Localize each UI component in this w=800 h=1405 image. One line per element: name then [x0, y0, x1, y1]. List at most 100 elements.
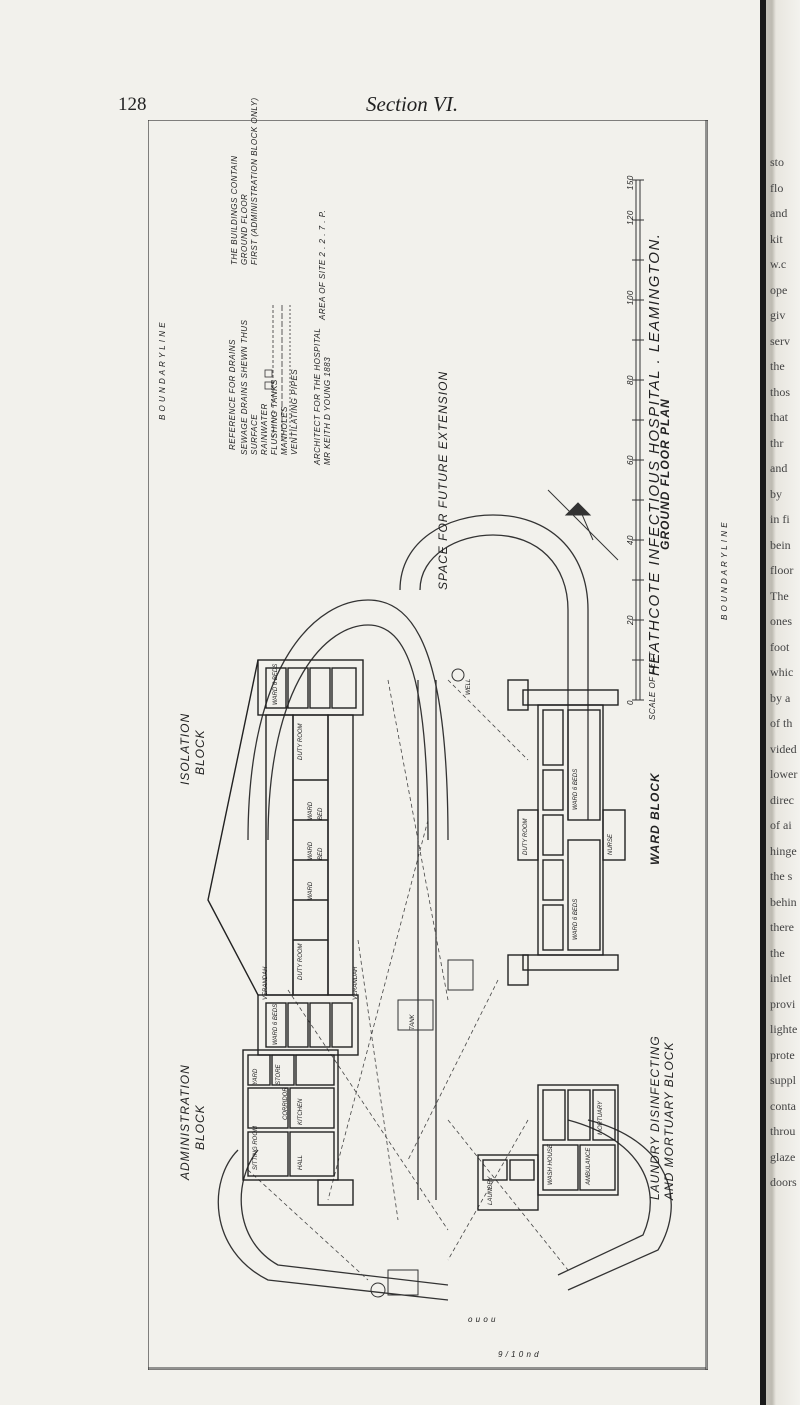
adjacent-word: giv: [770, 308, 786, 322]
scale-tick-0: 0: [626, 700, 635, 705]
isolation-block-label-1: ISOLATION: [178, 712, 192, 785]
adjacent-word: by: [770, 486, 782, 501]
section-heading: Section VI.: [366, 92, 459, 116]
administration-block: [242, 1049, 354, 1206]
adjacent-word: the: [770, 359, 785, 373]
adjacent-word: floor: [770, 563, 794, 577]
room-sitting: SITTING ROOM: [253, 1126, 259, 1170]
adjacent-word: conta: [770, 1098, 796, 1113]
site-plan-drawing: [148, 120, 708, 1370]
north-arrow: [547, 489, 619, 561]
reference-key-lines: [264, 305, 291, 440]
reference-row-5: MANHOLES: [280, 406, 289, 455]
room-ward-2: WARD: [308, 841, 314, 860]
room-laundry: LAUNDRY: [488, 1176, 494, 1205]
reference-title: REFERENCE FOR DRAINS: [228, 339, 237, 450]
adjacent-word: glaze: [770, 1149, 796, 1164]
adjacent-word: vided: [770, 741, 797, 756]
adjacent-word: and: [770, 461, 788, 475]
room-ambulance: AMBULANCE: [586, 1147, 592, 1185]
book-page: 128 Section VI.: [118, 92, 729, 1370]
adjacent-word: provi: [770, 996, 796, 1011]
room-nurse-ward: NURSE: [608, 833, 614, 855]
reference-row-6: VENTILATING PIPES: [290, 368, 299, 455]
adjacent-word: that: [770, 410, 788, 424]
scale-tick-120: 120: [626, 210, 635, 225]
architect-line-2: MR KEITH D YOUNG 1883: [323, 356, 332, 465]
well-and-tank: [370, 668, 474, 1298]
room-ward-1: WARD: [308, 801, 314, 820]
adjacent-word: hinge: [770, 843, 797, 858]
room-mortuary: MORTUARY: [598, 1100, 604, 1135]
driveway: [217, 514, 672, 1301]
laundry-block: [477, 1084, 619, 1211]
boundary-bottom-1: o u o u: [468, 1315, 496, 1324]
adjacent-word: flo: [770, 180, 784, 195]
reference-note-3: FIRST (ADMINISTRATION BLOCK ONLY): [250, 97, 259, 265]
scale-label: SCALE OF FEET: [648, 651, 657, 720]
drain-lines: [247, 679, 569, 1281]
room-wash-house: WASH HOUSE: [548, 1144, 554, 1185]
adjacent-word: sto: [770, 155, 785, 169]
adjacent-word: ones: [770, 614, 792, 628]
binding-strip: [760, 0, 766, 1405]
adjacent-word: whic: [770, 665, 794, 679]
isolation-block: [207, 659, 364, 1056]
adjacent-word: the: [770, 945, 785, 960]
room-verandah-iso-2: VERANDAH: [353, 966, 359, 1000]
adjacent-word: lower: [770, 767, 798, 781]
adjacent-word: kit: [770, 231, 783, 246]
adjacent-word: foot: [770, 639, 790, 654]
future-extension-label: SPACE FOR FUTURE EXTENSION: [436, 370, 450, 590]
room-verandah-iso: VERANDAH: [263, 966, 269, 1000]
room-bed-2: BED: [318, 847, 324, 860]
room-well: WELL: [466, 678, 472, 695]
site-plan: B O U N D A R Y L I N E B O U N D A R Y …: [148, 97, 729, 1370]
adjacent-word: of th: [770, 716, 793, 730]
scale-tick-60: 60: [626, 455, 635, 465]
reference-row-1: SEWAGE DRAINS SHEWN THUS: [240, 319, 249, 455]
adjacent-word: by a: [770, 690, 791, 705]
adjacent-word: and: [770, 206, 788, 220]
ward-block: [507, 679, 626, 986]
adjacent-word: behin: [770, 894, 797, 909]
adjacent-word: lighte: [770, 1022, 798, 1036]
adjacent-word: in fi: [770, 512, 790, 526]
isolation-block-label-2: BLOCK: [193, 729, 207, 775]
administration-block-label-1: ADMINISTRATION: [178, 1064, 192, 1180]
reference-note-2: GROUND FLOOR: [240, 193, 249, 265]
adjacent-word: bein: [770, 537, 791, 552]
reference-row-3: RAINWATER: [260, 403, 269, 455]
room-ward-iso-b: WARD 6 BEDS: [273, 1003, 279, 1045]
scale-tick-80: 80: [626, 375, 635, 385]
adjacent-word: w.c: [770, 257, 787, 271]
scale-tick-20: 20: [626, 615, 635, 625]
room-ward-6beds-1: WARD 6 BEDS: [573, 768, 579, 810]
boundary-bottom-2: 9 / 1 0 n d: [498, 1350, 540, 1359]
adjacent-word: throu: [770, 1124, 796, 1138]
room-ward-3: WARD: [308, 881, 314, 900]
reference-row-4: FLUSHING TANKS: [270, 379, 279, 455]
room-tank: TANK: [410, 1014, 416, 1030]
room-yard: YARD: [253, 1068, 259, 1085]
adjacent-word: thr: [770, 435, 784, 450]
scale-bar: [632, 179, 644, 701]
room-ward-iso-a: WARD 6 BEDS: [273, 663, 279, 705]
adjacent-word: doors: [770, 1175, 797, 1189]
architect-line-1: ARCHITECT FOR THE HOSPITAL: [313, 327, 322, 465]
adjacent-word: prote: [770, 1047, 795, 1062]
site-area: AREA OF SITE 2 . 2 . 7 . P.: [318, 209, 327, 320]
ward-block-label: WARD BLOCK: [648, 772, 662, 865]
scale-tick-100: 100: [626, 290, 635, 305]
adjacent-word: direc: [770, 792, 794, 807]
scale-tick-150: 150: [626, 175, 635, 190]
boundary-label-right: B O U N D A R Y L I N E: [720, 521, 729, 620]
reference-row-2: SURFACE: [250, 413, 259, 455]
administration-block-label-2: BLOCK: [193, 1104, 207, 1150]
room-ward-6beds-2: WARD 6 BEDS: [573, 898, 579, 940]
room-hall: HALL: [298, 1154, 304, 1170]
room-store: STORE: [276, 1064, 282, 1085]
boundary-label-left: B O U N D A R Y L I N E: [158, 321, 167, 420]
page-number: 128: [118, 94, 147, 115]
adjacent-word: suppl: [770, 1073, 797, 1087]
